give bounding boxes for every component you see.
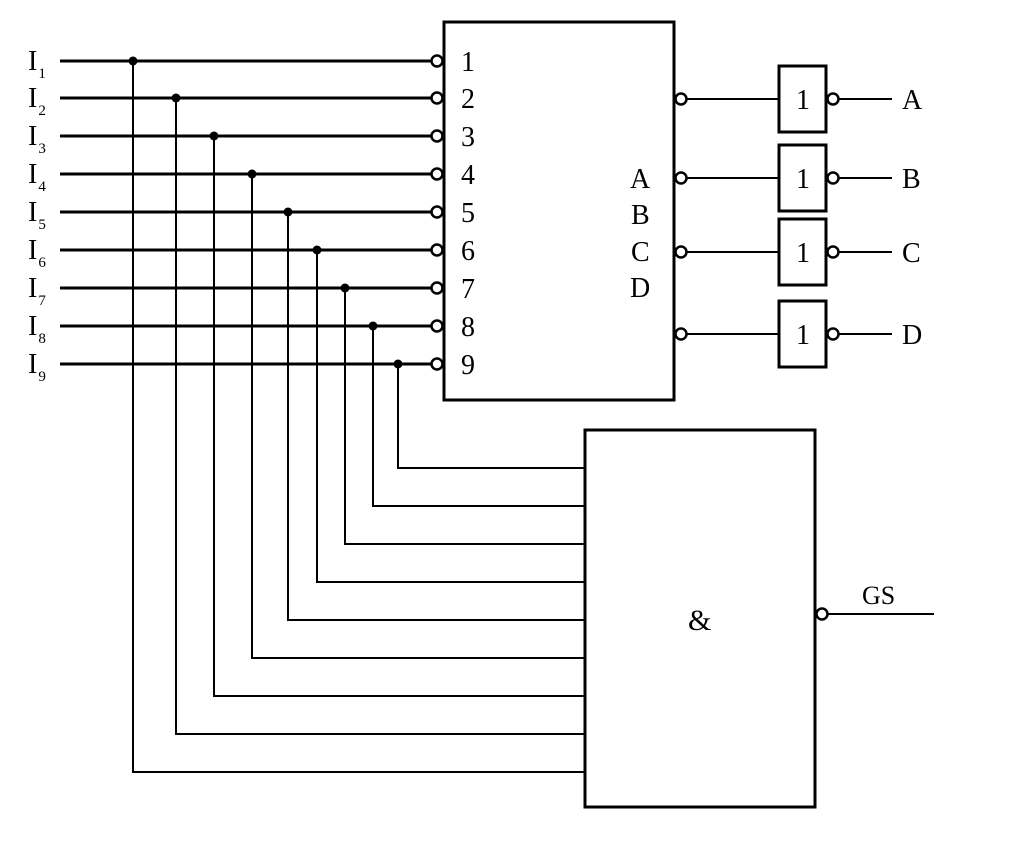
input-label-subscript: 4 bbox=[38, 179, 46, 195]
encoder-output-bubble-c bbox=[674, 245, 688, 259]
input-label-i3: I3 bbox=[28, 121, 46, 157]
input-label-subscript: 6 bbox=[38, 255, 46, 271]
inverter-gate-c bbox=[777, 217, 828, 287]
encoder-pin-label-7: 7 bbox=[461, 274, 475, 305]
input-label-i1: I1 bbox=[28, 46, 46, 82]
input-label-letter: I bbox=[28, 46, 37, 77]
and-input-wire-4 bbox=[251, 174, 585, 659]
junction-dot-6 bbox=[312, 245, 322, 255]
and-input-wire-1 bbox=[132, 61, 585, 773]
inverter-symbol-c: 1 bbox=[796, 238, 810, 269]
encoder-pin-label-6: 6 bbox=[461, 236, 475, 267]
encoder-pin-label-3: 3 bbox=[461, 122, 475, 153]
output-label-d: D bbox=[902, 320, 922, 351]
input-inversion-bubble-9 bbox=[430, 357, 444, 371]
encoder-output-bubble-a bbox=[674, 92, 688, 106]
input-label-letter: I bbox=[28, 83, 37, 114]
inverter-symbol-d: 1 bbox=[796, 320, 810, 351]
input-inversion-bubble-5 bbox=[430, 205, 444, 219]
input-label-subscript: 8 bbox=[38, 331, 46, 347]
input-label-letter: I bbox=[28, 273, 37, 304]
and-gate-symbol: & bbox=[688, 604, 711, 637]
input-label-subscript: 1 bbox=[38, 66, 46, 82]
inverter-output-bubble-b bbox=[826, 171, 840, 185]
and-input-wire-2 bbox=[175, 98, 585, 735]
input-inversion-bubble-1 bbox=[430, 54, 444, 68]
junction-dot-7 bbox=[340, 283, 350, 293]
gs-inversion-bubble bbox=[815, 607, 829, 621]
and-input-wire-8 bbox=[372, 326, 585, 507]
inverter-symbol-b: 1 bbox=[796, 164, 810, 195]
encoder-output-label-c: C bbox=[631, 237, 650, 268]
encoder-pin-label-4: 4 bbox=[461, 160, 475, 191]
encoder-block bbox=[442, 20, 676, 402]
input-label-i4: I4 bbox=[28, 159, 46, 195]
junction-dot-3 bbox=[209, 131, 219, 141]
encoder-output-bubble-d bbox=[674, 327, 688, 341]
encoder-output-bubble-b bbox=[674, 171, 688, 185]
encoder-output-label-a: A bbox=[630, 164, 651, 195]
junction-dot-2 bbox=[171, 93, 181, 103]
junction-dot-4 bbox=[247, 169, 257, 179]
input-inversion-bubble-7 bbox=[430, 281, 444, 295]
inverter-output-bubble-a bbox=[826, 92, 840, 106]
encoder-pin-label-9: 9 bbox=[461, 350, 475, 381]
input-label-letter: I bbox=[28, 121, 37, 152]
and-input-wire-5 bbox=[287, 212, 585, 621]
input-inversion-bubble-4 bbox=[430, 167, 444, 181]
inverter-gate-d bbox=[777, 299, 828, 369]
output-label-a: A bbox=[902, 85, 923, 116]
encoder-output-label-b: B bbox=[631, 200, 650, 231]
inverter-output-bubble-c bbox=[826, 245, 840, 259]
output-label-c: C bbox=[902, 238, 921, 269]
input-label-i2: I2 bbox=[28, 83, 46, 119]
input-label-i8: I8 bbox=[28, 311, 46, 347]
gs-output-label: GS bbox=[862, 581, 895, 610]
input-label-i7: I7 bbox=[28, 273, 46, 309]
and-input-wire-7 bbox=[344, 288, 585, 545]
output-label-b: B bbox=[902, 164, 921, 195]
and-input-wire-9 bbox=[397, 364, 585, 469]
junction-dot-5 bbox=[283, 207, 293, 217]
and-input-wire-3 bbox=[213, 136, 585, 697]
inverter-symbol-a: 1 bbox=[796, 85, 810, 116]
input-label-subscript: 5 bbox=[38, 217, 46, 233]
input-label-subscript: 3 bbox=[38, 141, 46, 157]
encoder-pin-label-1: 1 bbox=[461, 47, 475, 78]
input-label-letter: I bbox=[28, 159, 37, 190]
input-label-i9: I9 bbox=[28, 349, 46, 385]
inverter-gate-b bbox=[777, 143, 828, 213]
inverter-output-bubble-d bbox=[826, 327, 840, 341]
input-label-i6: I6 bbox=[28, 235, 46, 271]
input-inversion-bubble-8 bbox=[430, 319, 444, 333]
input-label-i5: I5 bbox=[28, 197, 46, 233]
encoder-pin-label-2: 2 bbox=[461, 84, 475, 115]
encoder-pin-label-5: 5 bbox=[461, 198, 475, 229]
input-label-letter: I bbox=[28, 197, 37, 228]
input-label-subscript: 9 bbox=[38, 369, 46, 385]
junction-dot-1 bbox=[128, 56, 138, 66]
input-label-letter: I bbox=[28, 235, 37, 266]
input-label-subscript: 7 bbox=[38, 293, 46, 309]
input-label-subscript: 2 bbox=[38, 103, 46, 119]
and-gate-block bbox=[583, 428, 817, 809]
junction-dot-9 bbox=[393, 359, 403, 369]
input-label-letter: I bbox=[28, 349, 37, 380]
input-inversion-bubble-2 bbox=[430, 91, 444, 105]
inverter-gate-a bbox=[777, 64, 828, 134]
junction-dot-8 bbox=[368, 321, 378, 331]
encoder-output-label-d: D bbox=[630, 273, 650, 304]
input-inversion-bubble-6 bbox=[430, 243, 444, 257]
input-inversion-bubble-3 bbox=[430, 129, 444, 143]
and-input-wire-6 bbox=[316, 250, 585, 583]
input-label-letter: I bbox=[28, 311, 37, 342]
encoder-pin-label-8: 8 bbox=[461, 312, 475, 343]
